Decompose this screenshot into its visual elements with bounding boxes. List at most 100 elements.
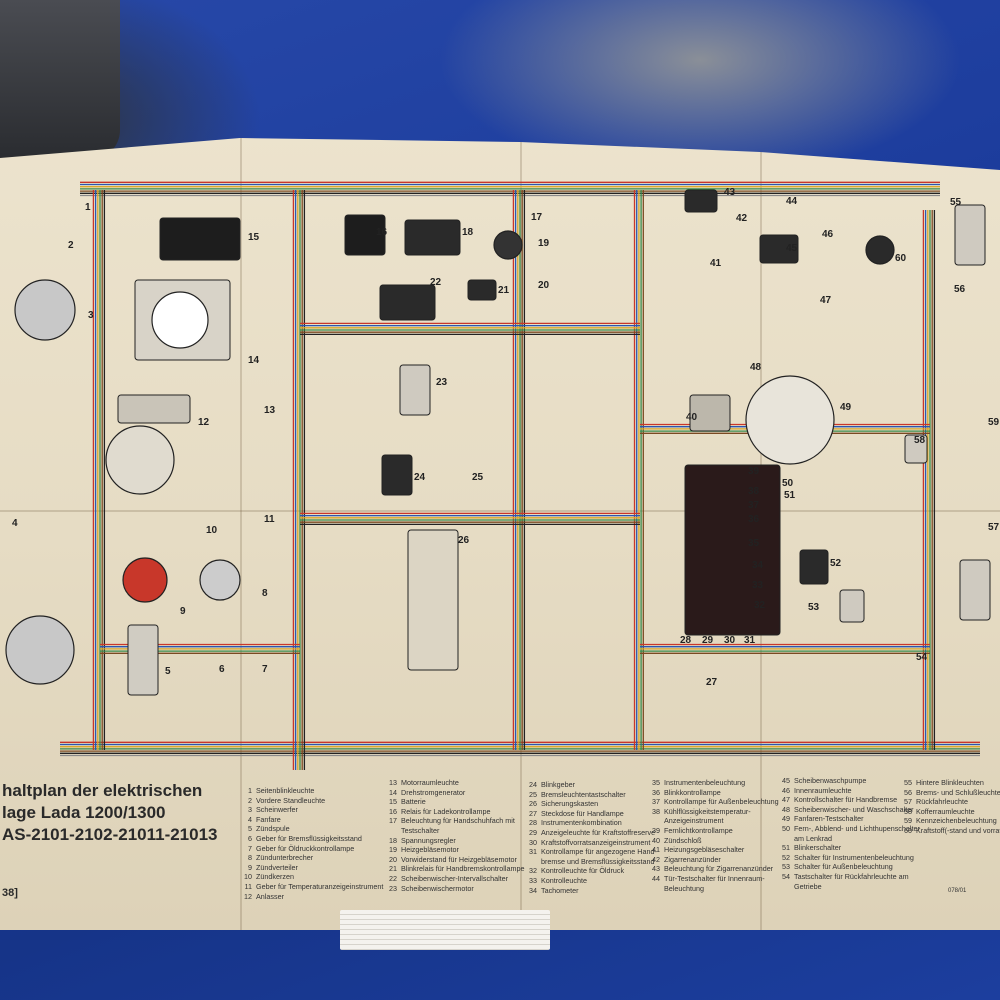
component-number-label: 22	[430, 277, 442, 288]
legend-entry-text: Blinkkontrollampe	[664, 787, 721, 797]
component-number-label: 35	[748, 538, 760, 549]
component-number-label: 37	[748, 500, 760, 511]
component-number-label: 45	[786, 243, 798, 254]
legend-entry-text: Heizungsgebläseschalter	[664, 845, 745, 855]
legend-entry-text: Fanfaren-Testschalter	[794, 814, 864, 824]
legend-entry-text: Zündspule	[256, 824, 290, 834]
component-number-label: 4	[12, 518, 18, 529]
legend-entry-number: 30	[529, 837, 537, 847]
legend-entry-text: Beleuchtung	[664, 883, 704, 893]
component-number-label: 34	[752, 560, 764, 571]
heater-motor	[493, 230, 523, 260]
legend-entry-number: 29	[529, 827, 537, 837]
legend-entry-number: 15	[389, 797, 397, 807]
title-line-2: lage Lada 1200/1300	[2, 803, 166, 822]
legend-entry-number: 21	[389, 864, 397, 874]
component-number-label: 41	[710, 258, 722, 269]
component-number-label: 32	[754, 600, 766, 611]
legend-entry-number: 45	[782, 776, 790, 785]
legend-entry-number: 31	[529, 847, 537, 857]
legend-entry-text: Bremsleuchtentastschalter	[541, 789, 626, 799]
light-switch	[799, 549, 829, 585]
component-number-label: 13	[264, 405, 276, 416]
headlight-lower	[5, 615, 75, 685]
instrument-cluster	[684, 464, 781, 636]
legend-entry-text: Geber für Öldruckkontrollampe	[256, 843, 355, 853]
component-number-label: 40	[686, 412, 698, 423]
legend-entry-number: 5	[248, 824, 252, 834]
legend-entry-text: Steckdose für Handlampe	[541, 808, 624, 818]
component-number-label: 55	[950, 197, 962, 208]
legend-entry-number: 24	[529, 780, 537, 789]
component-number-label: 3	[88, 310, 94, 321]
legend-entry-number: 25	[529, 789, 537, 799]
legend-entry: Anzeigeinstrument	[648, 816, 779, 826]
wiper-motor	[399, 364, 431, 416]
component-number-label: 15	[248, 232, 260, 243]
legend-entry-number: 22	[389, 873, 397, 883]
fuel-gauge-sender	[865, 235, 895, 265]
legend-entry-text: Zündschloß	[664, 835, 702, 845]
legend-entry-text: Kofferraumleuchte	[916, 806, 975, 816]
battery	[159, 217, 241, 261]
legend-entry-number: 12	[244, 891, 252, 901]
legend-entry-number: 48	[782, 804, 790, 814]
component-number-label: 51	[784, 490, 796, 501]
starter-solenoid	[117, 394, 191, 424]
legend-entry-number: 8	[248, 853, 252, 863]
component-number-label: 29	[702, 635, 714, 646]
component-number-label: 57	[988, 522, 1000, 533]
washer-pump	[759, 234, 799, 264]
legend-entry-text: Zündunterbrecher	[256, 853, 314, 863]
legend-entry-text: Tachometer	[541, 885, 579, 895]
footer-code: 078/01	[948, 888, 967, 894]
component-number-label: 50	[782, 478, 794, 489]
component-number-label: 6	[219, 664, 225, 675]
legend-entry-text: Testschalter	[401, 825, 440, 835]
legend-entry-text: Scheibenwischer-Intervallschalter	[401, 873, 509, 883]
component-number-label: 44	[786, 196, 798, 207]
distributor	[122, 557, 168, 603]
legend-entry-text: Spannungsregler	[401, 835, 456, 845]
legend-entry-number: 53	[782, 862, 790, 872]
component-number-label: 38	[748, 486, 760, 497]
legend-entry-number: 16	[389, 806, 397, 816]
legend-entry-text: Zündkerzen	[256, 872, 294, 882]
legend-entry-number: 58	[904, 806, 912, 816]
component-number-label: 7	[262, 664, 268, 675]
component-number-label: 16	[376, 227, 388, 238]
legend-entry-text: Instrumentenkombination	[541, 818, 622, 828]
legend-entry-number: 44	[652, 873, 660, 883]
couch-corner	[0, 0, 120, 160]
component-number-label: 60	[895, 253, 907, 264]
legend-entry: am Lenkrad	[778, 834, 920, 844]
legend-entry-number: 41	[652, 845, 660, 855]
legend-entry: 58 Kofferraumleuchte	[900, 807, 1000, 817]
legend-entry-text: Motorraumleuchte	[401, 778, 459, 787]
legend-entry-text: Getriebe	[794, 881, 822, 891]
legend-entry-text: Blinkerschalter	[794, 843, 842, 853]
legend-entry-number: 13	[389, 778, 397, 787]
headlight-upper	[14, 279, 76, 341]
charge-relay	[344, 214, 386, 256]
legend-entry-number: 52	[782, 852, 790, 862]
